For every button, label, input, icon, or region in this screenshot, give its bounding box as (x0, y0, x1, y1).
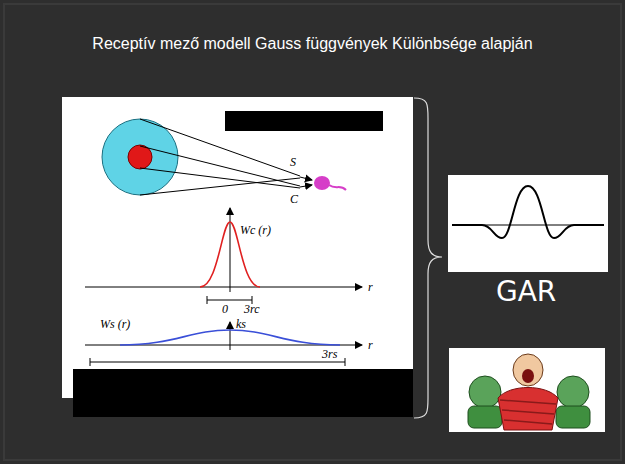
figure-panel (62, 97, 413, 398)
width-bar (207, 300, 252, 301)
signal-label: C (290, 193, 298, 205)
input-arrow (300, 185, 312, 187)
projection-line (140, 119, 300, 176)
axis-label: r (368, 339, 373, 351)
w-axis (230, 208, 231, 292)
dog-panel (448, 175, 608, 272)
dimension-label: 3rc (244, 303, 260, 315)
dimension-label: 3rs (322, 348, 337, 360)
redaction (225, 111, 383, 131)
tick (90, 358, 91, 366)
curly-bracket (414, 98, 442, 418)
r-axis (85, 287, 362, 288)
redaction (73, 369, 413, 417)
surround-gaussian (120, 330, 340, 345)
dog-curve (452, 186, 604, 238)
tick-label: 0 (222, 303, 228, 315)
big-label: GAR (496, 278, 556, 306)
amplitude-label: ks (236, 318, 246, 330)
axon (329, 185, 346, 190)
projection-line (140, 178, 300, 195)
w-axis (230, 322, 231, 350)
slide-frame (4, 4, 621, 460)
axis-label: Ws (r) (100, 318, 130, 330)
tick (345, 358, 346, 366)
signal-label: S (290, 156, 296, 168)
tick (207, 296, 208, 304)
projection-line (140, 168, 300, 188)
cartoon-panel (449, 348, 605, 432)
projection-line (140, 146, 300, 186)
input-arrow (300, 177, 312, 180)
slide-title: Receptív mező modell Gauss függvények Kü… (0, 34, 625, 53)
neuron (314, 176, 330, 190)
cartoon (468, 354, 590, 430)
axis-label: Wc (r) (240, 224, 271, 236)
width-bar (90, 362, 345, 363)
surround-disc (102, 119, 178, 195)
axis-label: r (368, 281, 373, 293)
